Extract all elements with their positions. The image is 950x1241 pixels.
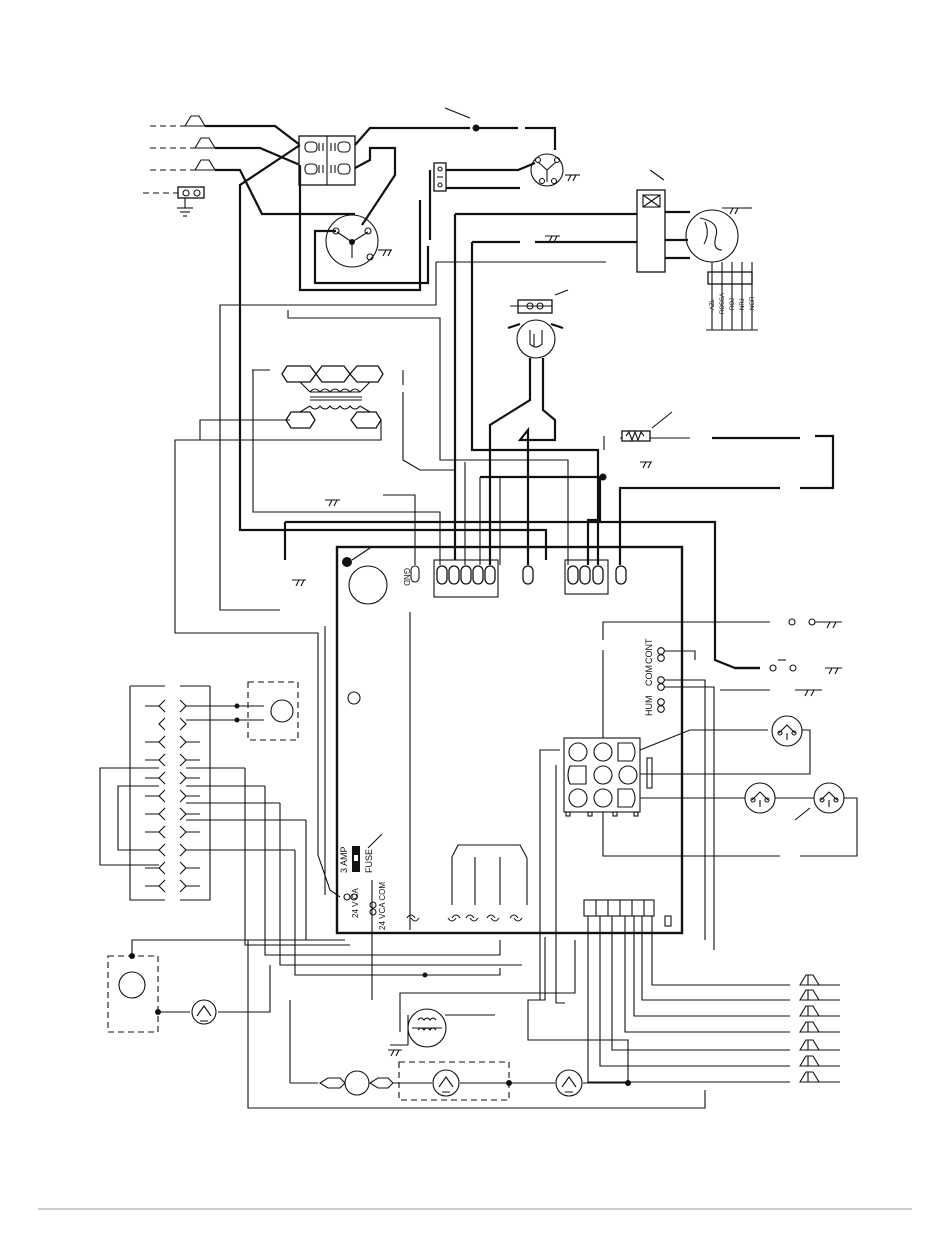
24v-com-label: 24 VCA COM — [378, 882, 387, 930]
com-terminal[interactable]: COM — [644, 665, 664, 690]
24v-label: 24 V CA — [351, 888, 360, 918]
motor-lead-1: ROSSA — [720, 293, 726, 314]
hum-label: HUM — [644, 696, 654, 717]
gas-valve — [372, 880, 518, 1056]
motor-lead-2: ROJ — [730, 298, 736, 310]
fuse-icon: 3 AMP FUSE — [339, 834, 382, 873]
gnd-label: GND — [402, 568, 411, 586]
limit-switch-icon — [508, 290, 568, 358]
capacitor-icon — [434, 163, 446, 191]
motor-lead-0: AZL — [710, 298, 716, 310]
24v-terminal[interactable]: 24 V CA — [344, 888, 360, 918]
motor-lead-4: NGR — [750, 296, 756, 310]
motor-lead-3: NRJ — [740, 298, 746, 310]
nine-pin-connector — [564, 738, 652, 816]
hum-terminal[interactable]: HUM — [644, 696, 664, 717]
transformer-icon — [282, 366, 383, 428]
cont-label: CONT — [644, 638, 654, 664]
control-board: GND CONT COM HUM — [337, 547, 682, 933]
inducer-motor — [108, 940, 345, 1032]
terminal-block — [100, 682, 306, 900]
com-label: COM — [644, 665, 654, 686]
harness-connector-main — [434, 560, 498, 597]
terminal-strip — [584, 900, 671, 926]
ground-icon — [177, 198, 193, 216]
contactor — [299, 136, 355, 185]
fan-motor-icon — [531, 154, 580, 186]
fuse-rating: 3 AMP — [339, 846, 349, 873]
thermal-fuse-icon — [604, 412, 672, 450]
gnd-terminal[interactable]: GND — [402, 566, 419, 586]
harness-connector-right — [565, 560, 608, 594]
cont-terminal[interactable]: CONT — [644, 638, 664, 664]
compressor-motor-icon — [326, 215, 392, 267]
fuse-label: FUSE — [364, 849, 374, 873]
blower-motor-icon — [686, 208, 752, 262]
